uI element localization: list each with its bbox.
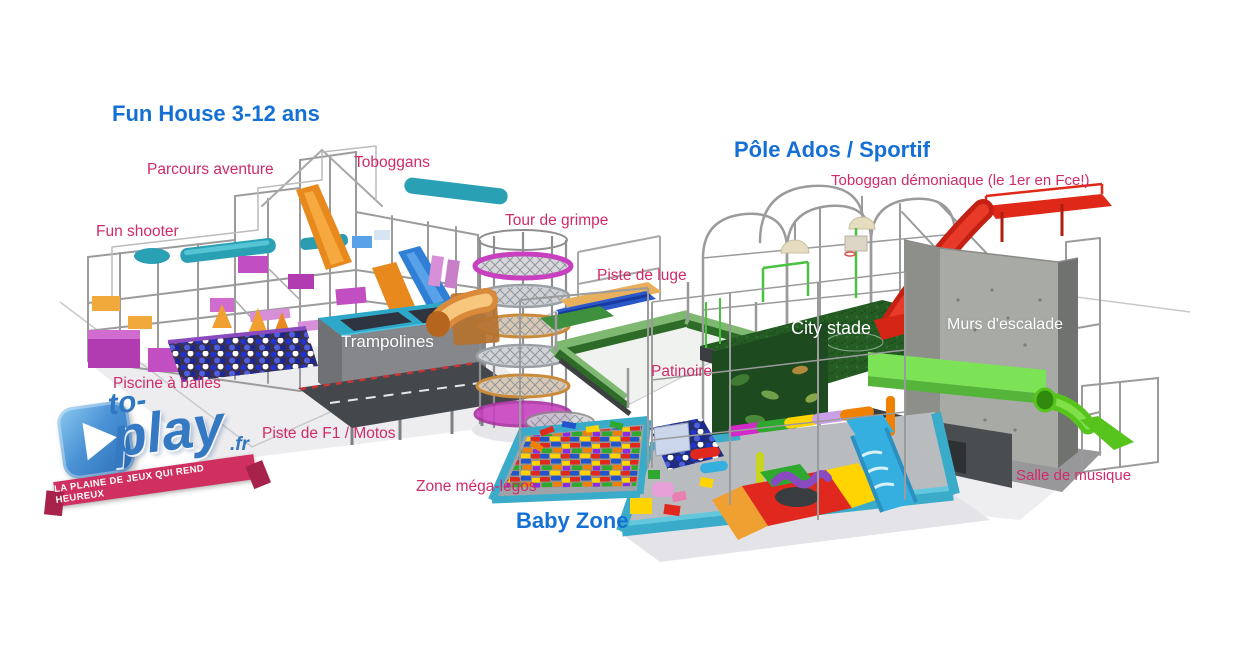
label-tour-de-grimpe: Tour de grimpe	[505, 212, 609, 229]
label-toboggan-demoniaque: Toboggan démoniaque (le 1er en Fce!)	[831, 172, 1090, 189]
render-lego-pit	[488, 416, 652, 504]
render-f1-track	[298, 361, 530, 428]
label-patinoire: Patinoire	[651, 363, 713, 380]
logo-tld: .fr	[230, 434, 249, 455]
label-city-stade: City stade	[791, 318, 872, 338]
label-piscine-a-balles: Piscine à balles	[113, 375, 221, 392]
label-trampolines: Trampolines	[341, 332, 434, 351]
render-lamps	[780, 196, 876, 254]
render-baby-slide	[846, 414, 918, 513]
render-climbing-wall-tower	[903, 239, 1079, 468]
render-tube-slide	[1033, 376, 1159, 474]
label-toboggans: Toboggans	[354, 154, 430, 171]
label-zone-mega-legos: Zone méga-légos	[416, 478, 537, 495]
label-murs-escalade: Murs d'escalade	[947, 316, 1063, 333]
render-ball-pool	[167, 326, 318, 382]
zone-title-pole-ados: Pôle Ados / Sportif	[734, 137, 930, 162]
render-baby-zone-frames	[519, 271, 906, 520]
logo-word-play: play	[108, 392, 228, 469]
zone-title-baby-zone: Baby Zone	[516, 508, 629, 533]
label-salle-de-musique: Salle de musique	[1016, 467, 1132, 484]
label-fun-shooter: Fun shooter	[96, 223, 179, 240]
render-green-floor	[868, 352, 1046, 404]
toplay-logo: to- play .fr LA PLAINE DE JEUX QUI REND …	[52, 383, 267, 533]
fun-house-play-elements	[88, 177, 508, 372]
label-piste-f1-motos: Piste de F1 / Motos	[262, 425, 396, 442]
label-piste-de-luge: Piste de luge	[597, 267, 687, 284]
label-parcours-aventure: Parcours aventure	[147, 161, 274, 178]
zone-title-fun-house: Fun House 3-12 ans	[112, 101, 320, 126]
